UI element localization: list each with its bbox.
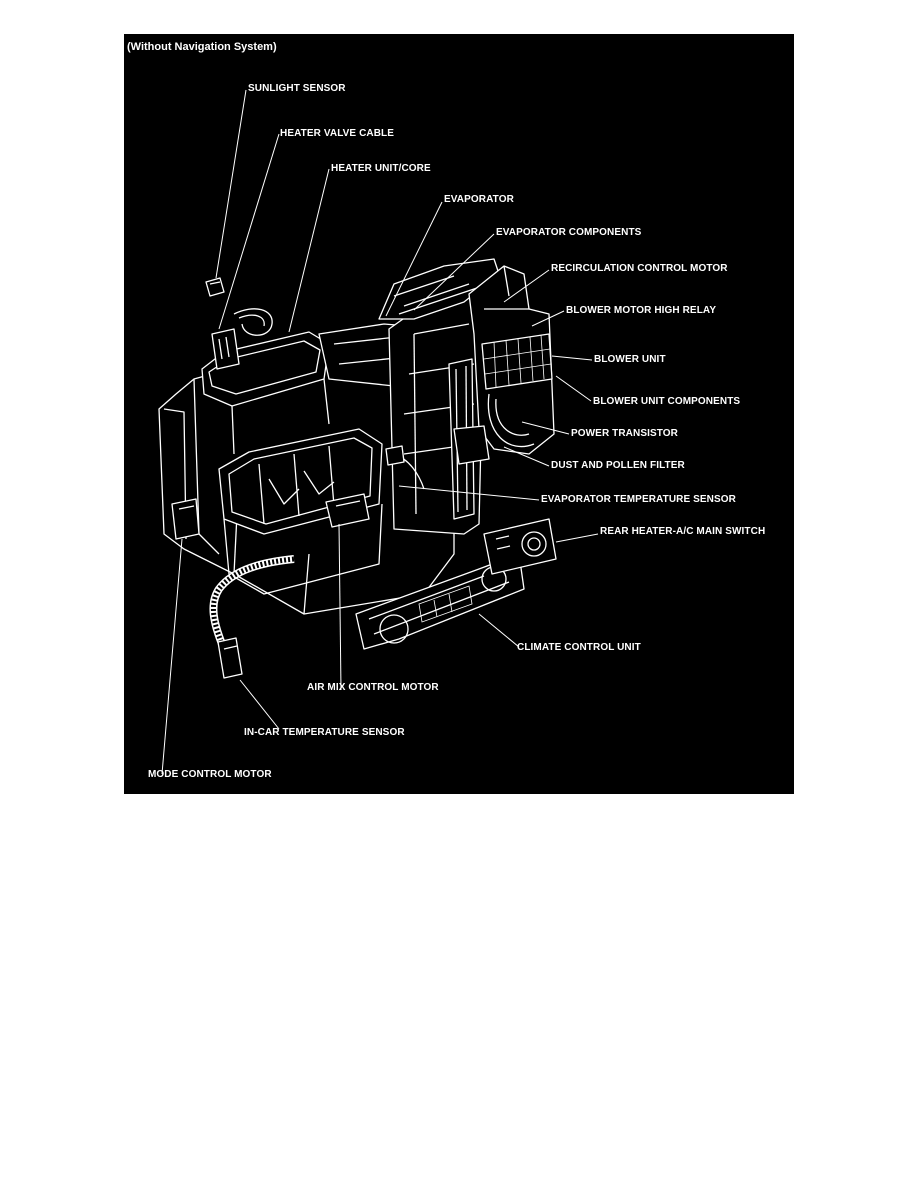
label-air-mix-control-motor: AIR MIX CONTROL MOTOR: [307, 682, 439, 693]
evaporator-housing: [388, 295, 485, 535]
evap-temp-sensor-art: [385, 445, 425, 490]
label-in-car-temperature-sensor: IN-CAR TEMPERATURE SENSOR: [244, 727, 405, 738]
label-power-transistor: POWER TRANSISTOR: [571, 428, 678, 439]
label-climate-control-unit: CLIMATE CONTROL UNIT: [517, 642, 641, 653]
label-recirculation-control-motor: RECIRCULATION CONTROL MOTOR: [551, 263, 728, 274]
heater-valve-cable: [211, 308, 273, 370]
blower-unit: [453, 265, 555, 465]
label-blower-unit-components: BLOWER UNIT COMPONENTS: [593, 396, 741, 407]
evaporator-cover: [378, 258, 500, 320]
label-evaporator-temperature-sensor: EVAPORATOR TEMPERATURE SENSOR: [541, 494, 736, 505]
label-dust-and-pollen-filter: DUST AND POLLEN FILTER: [551, 460, 685, 471]
label-blower-unit: BLOWER UNIT: [594, 354, 666, 365]
label-heater-valve-cable: HEATER VALVE CABLE: [280, 128, 395, 139]
sunlight-sensor: [205, 277, 225, 297]
label-mode-control-motor: MODE CONTROL MOTOR: [148, 769, 272, 780]
diagram-title: (Without Navigation System): [127, 41, 277, 53]
air-mix-motor-art: [325, 493, 370, 528]
label-blower-motor-high-relay: BLOWER MOTOR HIGH RELAY: [566, 305, 717, 316]
label-evaporator: EVAPORATOR: [444, 194, 514, 205]
label-heater-unit-core: HEATER UNIT/CORE: [331, 163, 431, 174]
label-sunlight-sensor: SUNLIGHT SENSOR: [248, 83, 346, 94]
in-car-sensor-harness: [209, 555, 295, 679]
diagram-panel: (Without Navigation System) SUNLIGHT SEN…: [124, 34, 794, 794]
label-rear-heater-ac-main-switch: REAR HEATER-A/C MAIN SWITCH: [600, 526, 766, 537]
leader-lines: [161, 89, 599, 775]
label-evaporator-components: EVAPORATOR COMPONENTS: [496, 227, 642, 238]
hvac-illustration: [158, 89, 599, 775]
mode-control-motor-art: [171, 498, 200, 540]
rear-switch: [483, 518, 557, 575]
